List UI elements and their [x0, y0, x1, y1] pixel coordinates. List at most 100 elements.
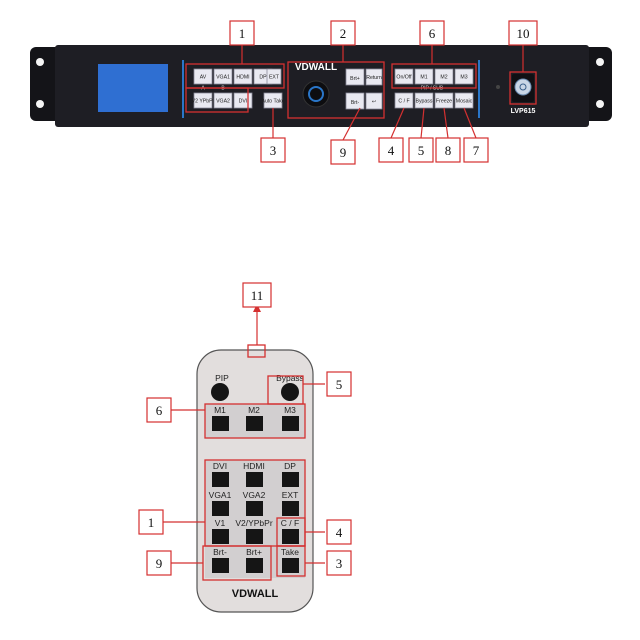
rotary-knob[interactable] — [302, 80, 330, 108]
enter-arrow-icon: ↩ — [372, 99, 376, 105]
power-button[interactable] — [514, 78, 532, 96]
enter-button[interactable] — [365, 92, 383, 110]
remote-key-label: VGA2 — [243, 490, 266, 500]
callout-box — [326, 519, 352, 545]
remote-v1-key[interactable] — [212, 529, 229, 544]
callout-number: 11 — [251, 288, 264, 303]
input-v2-button[interactable] — [193, 92, 213, 109]
mode-button-label: M2 — [440, 75, 447, 81]
ir-sensor — [496, 85, 500, 89]
remote-key-label: V1 — [215, 518, 226, 528]
callout-box — [330, 20, 356, 46]
pip-key[interactable] — [211, 383, 229, 401]
remote-ext-key[interactable] — [282, 501, 299, 516]
callout-line — [443, 107, 449, 139]
callout-box — [378, 137, 404, 163]
on-off-button[interactable] — [394, 68, 414, 85]
bottom-callouts: 11 5 6 1 4 9 3 — [138, 282, 352, 576]
callout-number: 1 — [239, 26, 246, 41]
callout-box — [435, 137, 461, 163]
remote-key-label: DP — [284, 461, 296, 471]
callout-number: 9 — [340, 145, 347, 160]
remote-key-label: EXT — [282, 490, 299, 500]
remote-key-label: M2 — [248, 405, 260, 415]
rack-hole — [36, 58, 44, 66]
callout-box — [419, 20, 445, 46]
remote-cf-key[interactable] — [282, 529, 299, 544]
callout-number: 9 — [156, 556, 163, 571]
brt-up-button[interactable] — [345, 68, 365, 86]
brt-down-button[interactable] — [345, 92, 365, 110]
input-button-label: DP — [259, 75, 267, 81]
callout-line — [420, 107, 425, 139]
callout-line — [463, 107, 477, 139]
callout-number: 6 — [156, 403, 163, 418]
callout-number: 10 — [517, 26, 530, 41]
func-button-label: Mosaic — [456, 99, 473, 105]
input-av-button[interactable] — [193, 68, 213, 85]
input-hdmi-button[interactable] — [233, 68, 253, 85]
remote-brt-up-key[interactable] — [246, 558, 263, 573]
accent-bar — [478, 60, 480, 118]
remote-m3-key[interactable] — [282, 416, 299, 431]
return-button[interactable] — [365, 68, 383, 86]
highlight-take — [276, 545, 306, 577]
remote-top-label: PIP — [215, 373, 229, 383]
input-button-label: HDMI — [236, 75, 249, 81]
remote-m1-key[interactable] — [212, 416, 229, 431]
rack-hole — [596, 58, 604, 66]
remote-key-label: V2/YPbPr — [235, 518, 272, 528]
remote-hdmi-key[interactable] — [246, 472, 263, 487]
highlight-mode-keys — [204, 403, 306, 439]
power-icon — [519, 83, 527, 91]
remote-top-label: Bypass — [276, 373, 304, 383]
callout-box — [260, 137, 286, 163]
callout-box — [326, 371, 352, 397]
callout-box — [229, 20, 255, 46]
mode-button-label: M3 — [460, 75, 467, 81]
m1-button[interactable] — [414, 68, 434, 85]
callout-number: 5 — [336, 377, 343, 392]
callout-number: 3 — [336, 556, 343, 571]
remote-m2-key[interactable] — [246, 416, 263, 431]
remote-brand: VDWALL — [232, 588, 279, 600]
input-vga1-button[interactable] — [213, 68, 233, 85]
func-button-label: Bypass — [415, 99, 432, 105]
m3-button[interactable] — [454, 68, 474, 85]
remote-brt-down-key[interactable] — [212, 558, 229, 573]
remote-vga2-key[interactable] — [246, 501, 263, 516]
input-button-label: V2 YPbPr — [192, 99, 215, 105]
m2-button[interactable] — [434, 68, 454, 85]
remote-take-key[interactable] — [282, 558, 299, 573]
callout-box — [330, 139, 356, 165]
input-ext-button[interactable] — [266, 68, 282, 85]
mode-button-label: M1 — [420, 75, 427, 81]
func-button-label: C / F — [398, 99, 409, 105]
remote-dp-key[interactable] — [282, 472, 299, 487]
remote-control: PIP Bypass M1 M2 M3 DVI HDMI DP VGA1 VGA… — [196, 349, 314, 613]
brt-up-label: Brt+ — [350, 76, 360, 82]
remote-key-label: C / F — [281, 518, 299, 528]
highlight-box-6 — [391, 63, 477, 89]
remote-dvi-key[interactable] — [212, 472, 229, 487]
callout-number: 4 — [336, 525, 343, 540]
rack-hole — [36, 100, 44, 108]
input-button-label: EXT — [269, 75, 280, 81]
mode-button-label: On/Off — [396, 75, 412, 81]
highlight-box-2 — [287, 61, 385, 119]
remote-key-label: VGA1 — [209, 490, 232, 500]
remote-v2-key[interactable] — [246, 529, 263, 544]
remote-vga1-key[interactable] — [212, 501, 229, 516]
lcd-screen — [98, 64, 168, 112]
return-label: Return — [366, 75, 382, 81]
input-button-label: VGA2 — [216, 99, 230, 105]
input-button-label: VGA1 — [216, 75, 230, 81]
accent-bar — [182, 60, 184, 118]
func-button-label: Freeze — [436, 99, 452, 105]
input-vga2-button[interactable] — [213, 92, 233, 109]
callout-box — [463, 137, 489, 163]
bypass-key[interactable] — [281, 383, 299, 401]
callout-line — [390, 107, 405, 139]
callout-box — [326, 550, 352, 576]
